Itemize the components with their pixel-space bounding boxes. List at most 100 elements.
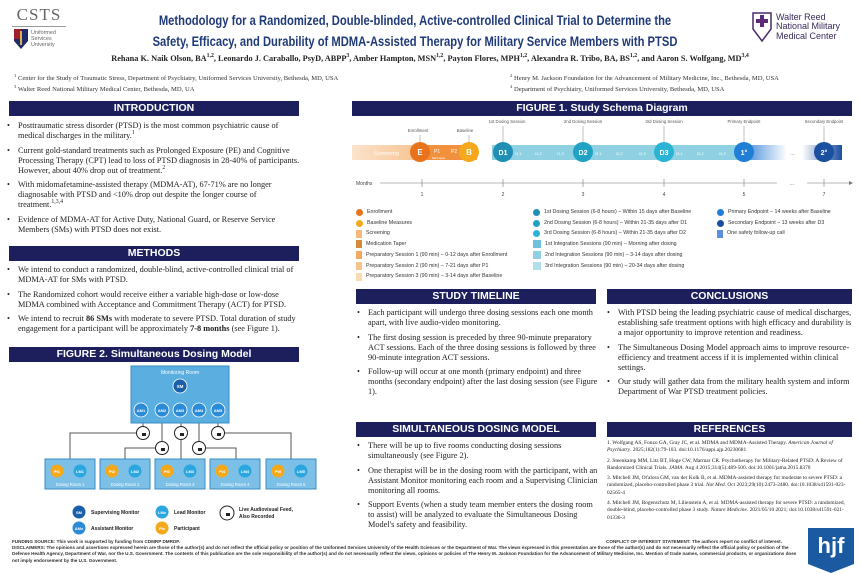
references-list: 1. Wolfgang AS, Fonzo GA, Gray JC, et al…	[607, 440, 855, 525]
funding-source: FUNDING SOURCE: This work is supported b…	[12, 539, 181, 544]
month-tick: 7	[823, 192, 826, 198]
sm-node	[172, 378, 188, 394]
svg-text:LMx: LMx	[158, 510, 167, 515]
label-dosing-3: 3rd Dosing Session	[645, 119, 683, 124]
legend-item: 1st Integration Sessions (90 min) – Morn…	[533, 239, 691, 250]
screening-label: Screening	[374, 151, 399, 157]
figure1-legend-col1: Enrollment Baseline Measures Screening M…	[356, 207, 507, 282]
am-node: AM1	[133, 402, 149, 418]
wrnmmc-shield-icon	[752, 12, 772, 42]
am-node: AM2	[154, 402, 170, 418]
svg-text:Pt4: Pt4	[219, 469, 226, 474]
study-timeline-heading: STUDY TIMELINE	[356, 289, 596, 304]
legend-item: One safety follow-up call	[717, 228, 831, 239]
monitoring-room-label: Monitoring Room	[161, 370, 199, 376]
simultaneous-dosing-heading: SIMULTANEOUS DOSING MODEL	[356, 422, 596, 437]
svg-text:D3: D3	[660, 150, 669, 157]
svg-text:LM2: LM2	[131, 469, 140, 474]
introduction-section: Posttraumatic stress disorder (PTSD) is …	[6, 121, 300, 239]
svg-text:Live Audiovisual Feed,: Live Audiovisual Feed,	[239, 507, 294, 513]
sdm-bullet: Support Events (when a study team member…	[356, 500, 598, 530]
reference-item: 3. Mitchell JM, Ot'alora GM, van der Kol…	[607, 475, 846, 496]
author: Aaron S. Wolfgang, MD3,4	[656, 53, 749, 63]
reference-item: 1. Wolfgang AS, Fonzo GA, Gray JC, et al…	[607, 440, 833, 454]
svg-text:Dosing Room 2: Dosing Room 2	[111, 482, 141, 487]
svg-text:SM: SM	[76, 510, 83, 515]
legend-item: Preparatory Session 1 (90 min) – 0-12 da…	[356, 250, 507, 261]
med-taper-bar	[427, 145, 467, 160]
wrnmmc-line2: National Military	[776, 21, 841, 32]
affiliation: 2 Henry M. Jackson Foundation for the Ad…	[510, 72, 779, 82]
months-axis-label: Months	[356, 181, 373, 187]
methods-bullet: We intend to conduct a randomized, doubl…	[6, 265, 300, 285]
svg-text:Pt1: Pt1	[54, 469, 61, 474]
integration-label: I2,2	[616, 151, 623, 156]
author: Rehana K. Naik Olson, BA1,2,	[111, 53, 219, 63]
author: Payton Flores, MPH1,2,	[447, 53, 531, 63]
intro-bullet: Current gold-standard treatments such as…	[6, 146, 300, 176]
label-enrollment: Enrollment	[408, 128, 429, 133]
am-node: AM5	[210, 402, 226, 418]
integration-label: I3,2	[697, 151, 704, 156]
hjf-logo: hjf	[808, 528, 854, 573]
svg-text:AMx: AMx	[75, 526, 84, 531]
intro-bullet: With midomafetamine-assisted therapy (MD…	[6, 180, 300, 210]
csts-logo: CSTS Uniformed Services University	[8, 6, 70, 54]
integration-label: I3,3	[719, 151, 726, 156]
affiliation: 1 Center for the Study of Traumatic Stre…	[14, 72, 339, 82]
simultaneous-dosing-diagram: Monitoring Room SM AM1 AM2 AM3 AM4 AM5 P…	[44, 365, 317, 535]
affiliation: 4 Department of Psychiatry, Uniformed Se…	[510, 83, 725, 93]
wrnmmc-logo: Walter Reed National Military Medical Ce…	[752, 12, 840, 42]
timeline-bullet: Follow-up will occur at one month (prima…	[356, 367, 598, 397]
conclusion-bullet: With PTSD being the leading psychiatric …	[606, 308, 856, 338]
conclusions-heading: CONCLUSIONS	[607, 289, 852, 304]
node-enrollment: E	[410, 142, 430, 162]
svg-text:E: E	[417, 148, 423, 157]
conclusions-section: With PTSD being the leading psychiatric …	[606, 308, 856, 402]
title-line-2: Safety, Efficacy, and Durability of MDMA…	[152, 33, 678, 49]
intro-bullet: Posttraumatic stress disorder (PTSD) is …	[6, 121, 300, 141]
svg-text:LM5: LM5	[297, 469, 306, 474]
month-tick: 2	[502, 192, 505, 198]
legend-item: Preparatory Session 3 (90 min) – 3-14 da…	[356, 271, 507, 282]
usu-line1: Uniformed	[31, 29, 56, 36]
figure2-heading: FIGURE 2. Simultaneous Dosing Model	[9, 347, 299, 362]
integration-label: I1,1	[515, 151, 522, 156]
month-tick: ...	[790, 181, 794, 187]
conclusion-bullet: The Simultaneous Dosing Model approach a…	[606, 343, 856, 373]
poster-title: Methodology for a Randomized, Double-bli…	[80, 10, 750, 52]
author: Amber Hampton, MSN1,2,	[353, 53, 448, 63]
methods-heading: METHODS	[9, 246, 299, 261]
label-primary-endpoint: Primary Endpoint	[728, 119, 762, 124]
study-timeline-section: Each participant will undergo three dosi…	[356, 308, 598, 402]
introduction-heading: INTRODUCTION	[9, 101, 299, 116]
conflict-of-interest: CONFLICT OF INTEREST STATEMENT: The auth…	[606, 539, 782, 544]
integration-label: I1,2	[535, 151, 542, 156]
author-list: Rehana K. Naik Olson, BA1,2, Leonardo J.…	[0, 53, 860, 63]
svg-text:LM3: LM3	[186, 469, 195, 474]
svg-text:AM5: AM5	[214, 408, 223, 413]
svg-text:D2: D2	[579, 150, 588, 157]
integration-label: I2,3	[639, 151, 646, 156]
study-schema-diagram: Screening P1 P2 Med taper P3 I1,1 I1,2 I…	[352, 119, 853, 198]
svg-text:1°: 1°	[741, 149, 748, 157]
med-taper-label: Med taper	[432, 156, 446, 160]
am-node: AM4	[191, 402, 207, 418]
legend-item: 2nd Dosing Session (6-8 hours) – Within …	[533, 218, 691, 229]
svg-text:Pt3: Pt3	[164, 469, 171, 474]
svg-text:AM3: AM3	[176, 408, 185, 413]
svg-text:Ptx: Ptx	[159, 526, 166, 531]
month-tick: 5	[743, 192, 746, 198]
node-baseline: B	[459, 142, 479, 162]
svg-text:B: B	[466, 148, 472, 157]
am-node: AM3	[172, 402, 188, 418]
legend-item: 3rd Integration Sessions (90 min) – 20-3…	[533, 261, 691, 272]
svg-text:LM4: LM4	[241, 469, 250, 474]
svg-text:Dosing Room 3: Dosing Room 3	[166, 482, 196, 487]
